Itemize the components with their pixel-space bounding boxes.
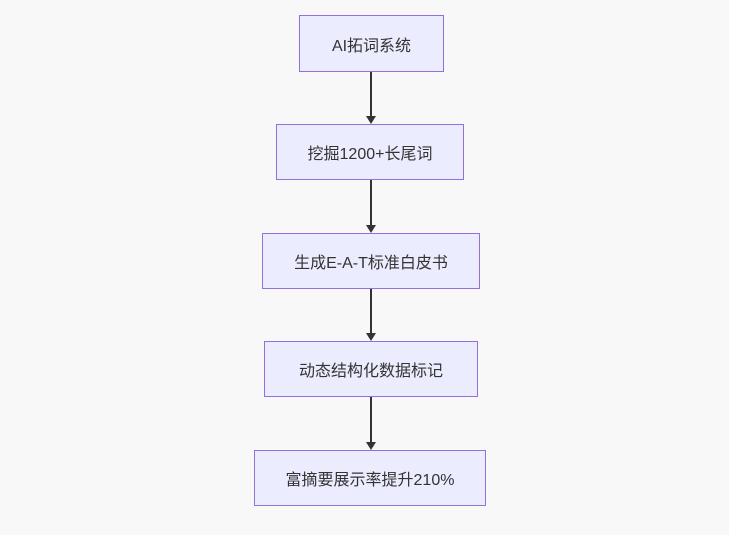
flow-node-longtail-keywords: 挖掘1200+长尾词 xyxy=(276,124,464,180)
arrow-down-icon xyxy=(366,180,376,233)
flow-node-structured-data-markup: 动态结构化数据标记 xyxy=(264,341,478,397)
flow-node-eat-whitepaper: 生成E-A-T标准白皮书 xyxy=(262,233,480,289)
arrow-down-icon xyxy=(366,397,376,450)
flow-node-label: 富摘要展示率提升210% xyxy=(285,472,455,489)
arrow-down-icon xyxy=(366,289,376,341)
flow-node-label: 动态结构化数据标记 xyxy=(298,363,443,380)
flow-node-label: AI拓词系统 xyxy=(331,37,412,55)
arrow-down-icon xyxy=(366,72,376,124)
flow-node-label: 挖掘1200+长尾词 xyxy=(307,146,433,163)
flow-node-rich-snippet-result: 富摘要展示率提升210% xyxy=(254,450,486,506)
flow-node-label: 生成E-A-T标准白皮书 xyxy=(294,255,448,272)
flow-node-ai-keyword-system: AI拓词系统 xyxy=(299,15,444,72)
